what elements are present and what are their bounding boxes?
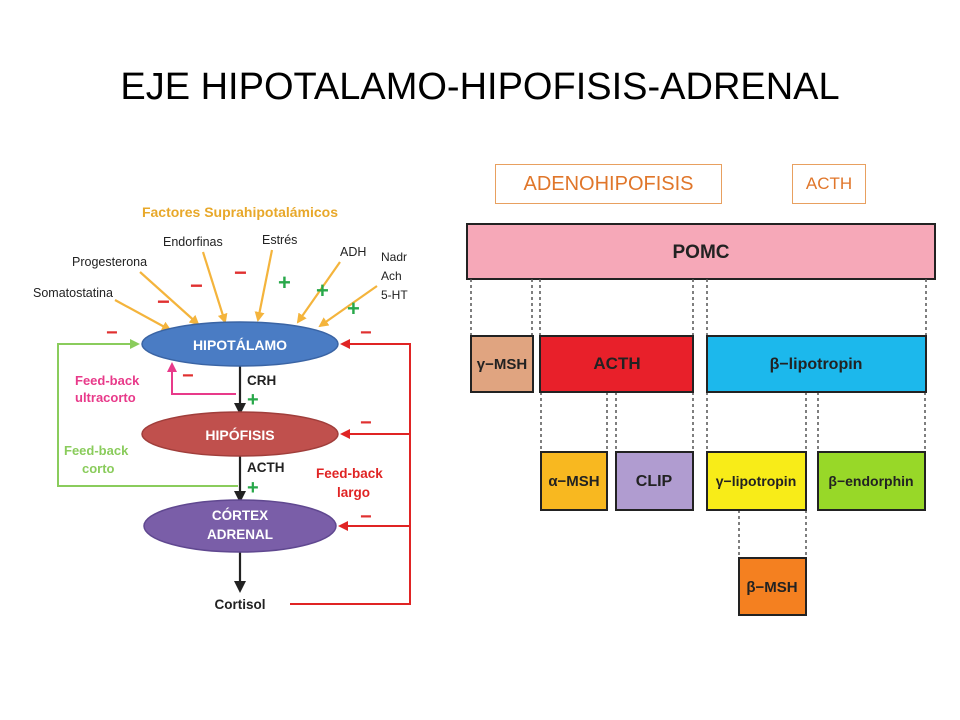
slide-title: EJE HIPOTALAMO-HIPOFISIS-ADRENAL [120,66,840,108]
sign-plus-nadr: + [347,296,360,321]
pomc-bar [466,223,936,280]
pomc-label: POMC [673,242,730,263]
pomc-dotted-lines [470,279,927,558]
sign-minus-ultracorto: − [182,365,194,387]
beta-msh-box [738,557,807,616]
clip-box [615,451,694,511]
feedback-largo-label-1: Feed-back [316,466,383,481]
factor-nadr: Nadr [381,250,407,264]
factor-ach: Ach [381,269,402,283]
sign-plus-acth: + [247,477,259,499]
sign-plus-estres: + [278,270,291,295]
beta-msh-label: β−MSH [746,579,797,596]
hipofisis-node [141,411,339,457]
sign-minus-corto: − [106,322,118,344]
acth-tag: ACTH [792,164,866,204]
cortex-node [143,499,337,553]
factor-endorfinas: Endorfinas [163,235,223,249]
factor-5ht: 5-HT [381,288,408,302]
clip-label: CLIP [636,473,673,490]
hipofisis-label: HIPÓFISIS [205,426,274,443]
gamma-lipotropin-box [706,451,807,511]
sign-minus-largo-1: − [360,322,372,344]
hipotalamo-node [141,321,339,367]
feedback-corto-arrow [57,339,238,487]
sign-minus-endorfinas: − [234,260,247,285]
sign-minus-somatostatina: − [157,289,170,314]
factor-arrows [114,249,378,331]
sign-minus-largo-3: − [360,506,372,528]
factors-header: Factores Suprahipotalámicos [142,204,338,220]
factor-progesterona: Progesterona [72,255,147,269]
factor-adh: ADH [340,245,366,259]
gamma-lipotropin-label: γ−lipotropin [716,473,797,489]
factor-estres: Estrés [262,233,297,247]
factor-somatostatina: Somatostatina [33,286,113,300]
acth-box [539,335,694,393]
alpha-msh-label: α−MSH [548,473,599,490]
adenohipofisis-tag: ADENOHIPOFISIS [495,164,722,204]
acth-box-label: ACTH [593,354,640,373]
sign-minus-largo-2: − [360,412,372,434]
sign-minus-progesterona: − [190,273,203,298]
sign-plus-adh: + [316,278,329,303]
feedback-ultracorto-label-2: ultracorto [75,390,136,405]
crh-label: CRH [247,373,276,388]
beta-lipotropin-box [706,335,927,393]
alpha-msh-box [540,451,608,511]
cortisol-label: Cortisol [214,597,265,612]
feedback-largo-arrows [290,339,411,605]
feedback-ultracorto-arrow [167,362,236,395]
feedback-ultracorto-label-1: Feed-back [75,373,140,388]
feedback-largo-label-2: largo [337,485,370,500]
gamma-msh-label: γ−MSH [477,356,527,373]
beta-endorphin-box [817,451,926,511]
cortex-label-2: ADRENAL [207,527,273,542]
hipotalamo-label: HIPOTÁLAMO [193,337,287,353]
cortex-label-1: CÓRTEX [212,508,268,523]
beta-lipotropin-label: β−lipotropin [770,356,863,373]
feedback-corto-label-1: Feed-back [64,443,129,458]
beta-endorphin-label: β−endorphin [828,473,913,489]
gamma-msh-box [470,335,534,393]
sign-plus-crh: + [247,389,259,411]
feedback-corto-label-2: corto [82,461,115,476]
acth-hormone-label: ACTH [247,460,285,475]
